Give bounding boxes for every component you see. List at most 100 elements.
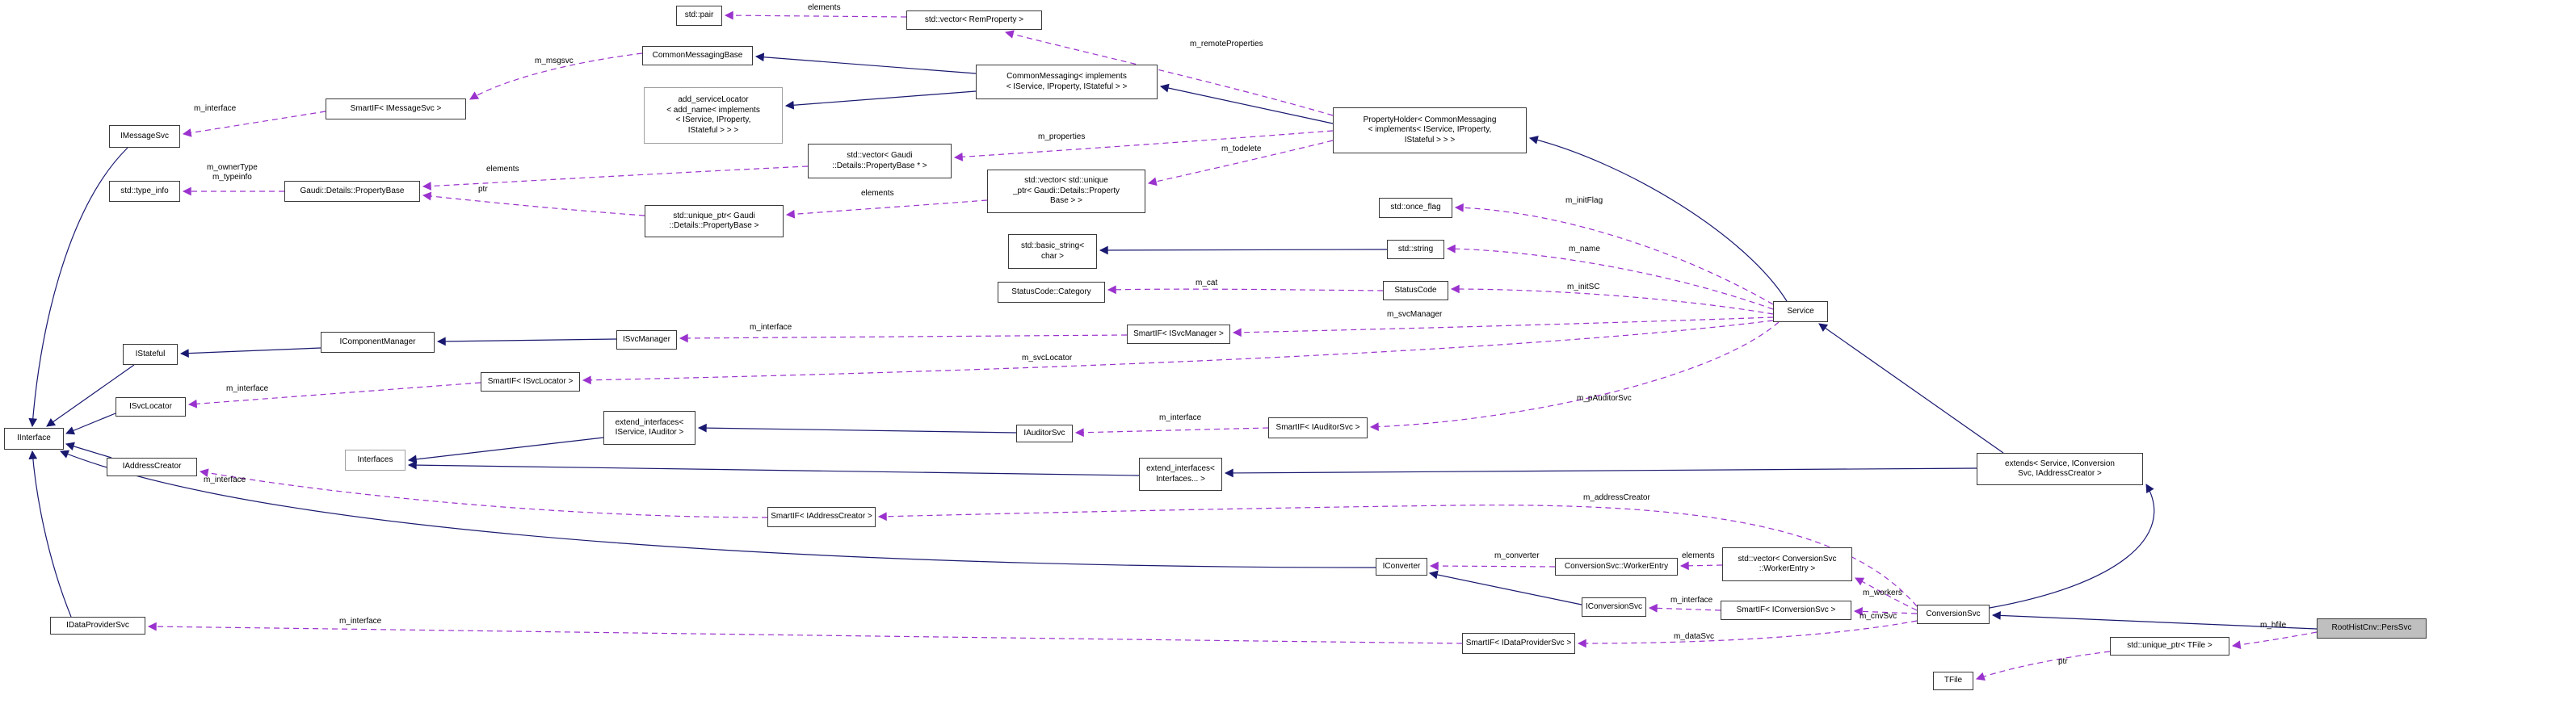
edge-label-line: m_interface: [204, 475, 246, 484]
class-node-label: ISvcLocator: [129, 401, 172, 411]
class-node-label: _ptr< Gaudi::Details::Property: [1012, 186, 1120, 195]
class-node-extend-interfaces-variadic[interactable]: extend_interfaces<Interfaces... >: [1139, 458, 1222, 491]
class-node-smartif-isvclocator[interactable]: SmartIF< ISvcLocator >: [481, 372, 580, 392]
class-node-idataprovidersvc[interactable]: IDataProviderSvc: [50, 617, 145, 635]
class-node-label: IComponentManager: [339, 337, 416, 346]
class-node-label: char >: [1040, 251, 1065, 261]
class-node-commonmessagingbase[interactable]: CommonMessagingBase: [642, 46, 753, 65]
class-node-label: std::pair: [684, 10, 714, 20]
class-node-vector-workerentry[interactable]: std::vector< ConversionSvc::WorkerEntry …: [1722, 547, 1852, 581]
class-node-iinterface[interactable]: IInterface: [4, 428, 64, 450]
class-node-iconversionsvc[interactable]: IConversionSvc: [1582, 597, 1646, 617]
class-node-label: IAuditorSvc: [1023, 428, 1065, 438]
class-node-vector-unique-ptr-propertybase[interactable]: std::vector< std::unique_ptr< Gaudi::Det…: [987, 170, 1145, 213]
class-node-istateful[interactable]: IStateful: [123, 344, 178, 365]
class-node-statuscode[interactable]: StatusCode: [1383, 281, 1448, 300]
edge-label-line: m_addressCreator: [1583, 493, 1650, 502]
edge-label-line: m_initSC: [1567, 283, 1600, 291]
class-node-smartif-idataprovidersvc[interactable]: SmartIF< IDataProviderSvc >: [1462, 633, 1575, 654]
class-node-conversionsvc-workerentry[interactable]: ConversionSvc::WorkerEntry: [1555, 558, 1678, 576]
edge-label-line: ptr: [2058, 657, 2068, 666]
edge-inherit-service-to-propertyholder: [1528, 136, 1788, 302]
edge-label-m_interface: m_interface: [1670, 596, 1712, 605]
class-node-smartif-imessagesvc[interactable]: SmartIF< IMessageSvc >: [326, 98, 466, 119]
class-node-gaudi-details-propertybase[interactable]: Gaudi::Details::PropertyBase: [284, 181, 420, 202]
edge-label-line: elements: [486, 165, 519, 174]
edge-use-statuscode-to-statuscode-category: [1107, 285, 1384, 295]
edge-label-line: m_name: [1569, 245, 1600, 253]
edge-label-line: m_interface: [339, 617, 382, 626]
edge-label-m_initFlag: m_initFlag: [1565, 196, 1603, 206]
class-node-tfile[interactable]: TFile: [1933, 672, 1973, 690]
class-node-std-once-flag[interactable]: std::once_flag: [1379, 198, 1452, 218]
edge-use-service-to-statuscode: [1450, 284, 1774, 315]
edge-label-ptr: ptr: [478, 185, 488, 195]
class-node-label: < IService, IProperty, IStateful > >: [1006, 82, 1128, 91]
class-node-vector-propertybase-ptr[interactable]: std::vector< Gaudi::Details::PropertyBas…: [808, 144, 952, 178]
class-node-service[interactable]: Service: [1773, 301, 1828, 322]
edge-use-conversionsvc-workerentry-to-iconverter: [1429, 561, 1556, 571]
class-node-smartif-isvcmanager[interactable]: SmartIF< ISvcManager >: [1127, 325, 1230, 344]
class-node-iconverter[interactable]: IConverter: [1376, 558, 1427, 576]
edge-inherit-iaddresscreator-to-iinterface: [65, 442, 112, 459]
class-node-label: SmartIF< IDataProviderSvc >: [1465, 638, 1572, 647]
class-node-std-basic-string[interactable]: std::basic_string<char >: [1008, 234, 1097, 269]
class-node-smartif-iauditorsvc[interactable]: SmartIF< IAuditorSvc >: [1268, 417, 1368, 438]
edge-use-service-to-smartif-isvclocator: [582, 320, 1774, 385]
edge-use-smartif-iconversionsvc-to-iconversionsvc: [1648, 603, 1721, 613]
edge-label-m_interface: m_interface: [750, 323, 792, 333]
edge-label-m_interface: m_interface: [204, 475, 246, 485]
class-node-extend-interfaces-iservice-iauditor[interactable]: extend_interfaces<IService, IAuditor >: [603, 411, 695, 445]
edge-label-line: m_interface: [1159, 413, 1202, 422]
edge-label-line: m_converter: [1494, 551, 1540, 560]
class-node-imessagesvc[interactable]: IMessageSvc: [109, 125, 180, 148]
class-node-iauditorsvc[interactable]: IAuditorSvc: [1016, 425, 1073, 442]
class-node-label: std::vector< ConversionSvc: [1738, 554, 1837, 563]
class-node-iaddresscreator[interactable]: IAddressCreator: [107, 458, 197, 476]
edge-label-m_dataSvc: m_dataSvc: [1674, 632, 1714, 642]
edge-use-vector-propertybase-ptr-to-gaudi-details-propertybase: [422, 165, 809, 191]
class-node-unique-ptr-tfile[interactable]: std::unique_ptr< TFile >: [2110, 637, 2229, 656]
edge-label-elements: elements: [808, 3, 841, 13]
edge-label-line: m_pAuditorSvc: [1577, 394, 1632, 403]
edge-label-line: m_cat: [1196, 279, 1218, 287]
class-node-interfaces[interactable]: Interfaces: [345, 450, 406, 471]
class-node-label: SmartIF< IAuditorSvc >: [1275, 422, 1360, 432]
class-node-label: add_serviceLocator: [678, 95, 749, 104]
class-node-std-pair[interactable]: std::pair: [676, 6, 722, 26]
edge-use-propertyholder-to-vector-propertybase-ptr: [953, 130, 1334, 161]
class-node-isvclocator[interactable]: ISvcLocator: [116, 397, 186, 417]
class-node-std-string[interactable]: std::string: [1387, 240, 1444, 259]
class-node-label: SmartIF< IMessageSvc >: [350, 103, 442, 113]
edge-label-m_properties: m_properties: [1038, 132, 1085, 142]
class-node-label: ConversionSvc: [1926, 609, 1981, 618]
class-node-vector-remproperty[interactable]: std::vector< RemProperty >: [906, 10, 1042, 30]
class-node-smartif-iaddresscreator[interactable]: SmartIF< IAddressCreator >: [767, 507, 876, 527]
edge-use-service-to-smartif-isvcmanager: [1232, 316, 1774, 337]
edge-inherit-extend-interfaces-variadic-to-interfaces: [407, 460, 1140, 476]
class-node-label: StatusCode: [1394, 285, 1437, 295]
class-node-unique-ptr-propertybase[interactable]: std::unique_ptr< Gaudi::Details::Propert…: [645, 205, 784, 237]
class-node-std-type-info[interactable]: std::type_info: [109, 181, 180, 202]
edge-label-line: m_initFlag: [1565, 196, 1603, 205]
class-node-add-servicelocator[interactable]: add_serviceLocator< add_name< implements…: [644, 87, 783, 144]
class-node-label: IMessageSvc: [120, 131, 170, 140]
edge-label-line: m_interface: [1670, 596, 1713, 605]
class-node-smartif-iconversionsvc[interactable]: SmartIF< IConversionSvc >: [1721, 601, 1851, 620]
edge-use-conversionsvc-to-smartif-iaddresscreator: [877, 505, 1918, 607]
class-node-conversionsvc[interactable]: ConversionSvc: [1917, 605, 1990, 624]
class-node-statuscode-category[interactable]: StatusCode::Category: [998, 282, 1105, 303]
edge-label-line: m_interface: [194, 104, 237, 113]
edge-use-smartif-isvcmanager-to-isvcmanager: [679, 333, 1128, 343]
class-node-label: Svc, IAddressCreator >: [2018, 469, 2102, 478]
class-node-commonmessaging[interactable]: CommonMessaging< implements< IService, I…: [976, 65, 1158, 99]
class-node-label: extend_interfaces<: [1146, 464, 1215, 473]
edge-label-m_pAuditorSvc: m_pAuditorSvc: [1577, 394, 1632, 404]
class-node-roothistcnv-perssvc[interactable]: RootHistCnv::PersSvc: [2317, 618, 2427, 639]
class-node-label: IStateful: [135, 349, 166, 358]
class-node-isvcmanager[interactable]: ISvcManager: [616, 330, 677, 350]
class-node-propertyholder[interactable]: PropertyHolder< CommonMessaging< impleme…: [1333, 107, 1527, 153]
class-node-icomponentmanager[interactable]: IComponentManager: [321, 332, 435, 353]
